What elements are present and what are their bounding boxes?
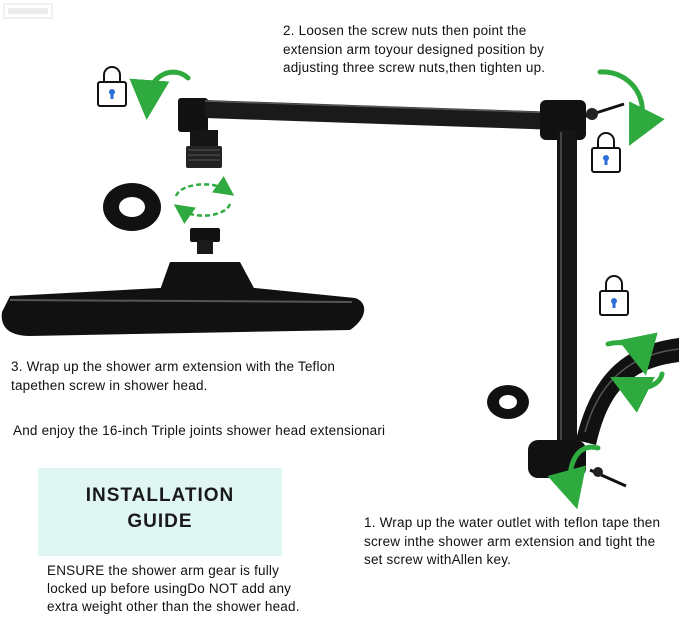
- guide-background: [38, 468, 282, 556]
- enjoy-text: And enjoy the 16-inch Triple joints show…: [13, 423, 386, 438]
- rotate-arrow-icon: [174, 176, 235, 197]
- guide-note: ENSURE the shower arm gear is fully lock…: [47, 563, 300, 614]
- step-1-text: 1. Wrap up the water outlet with teflon …: [364, 515, 661, 567]
- guide-title-line1: INSTALLATION: [85, 485, 235, 506]
- rubber-washer-icon: [103, 183, 161, 231]
- guide-title-line2: GUIDE: [127, 511, 193, 532]
- rotate-arrow-icon: [610, 371, 665, 413]
- rotate-arrow-icon: [605, 332, 658, 376]
- rotate-arrow-icon: [173, 203, 232, 224]
- step-2-text: 2. Loosen the screw nuts then point the …: [283, 23, 546, 75]
- rotate-arrow-icon: [597, 69, 665, 146]
- step-3-text: 3. Wrap up the shower arm extension with…: [11, 359, 336, 393]
- watermark-logo: [3, 3, 53, 19]
- lock-icon: [599, 275, 629, 316]
- rubber-washer-icon: [487, 385, 529, 419]
- shower-head: [1, 228, 365, 336]
- rotate-arrow-icon: [547, 444, 601, 510]
- guide-title: INSTALLATION GUIDE: [38, 483, 282, 535]
- lock-icon: [591, 132, 621, 173]
- lock-icon: [97, 66, 127, 107]
- rotate-arrow-icon: [129, 69, 191, 120]
